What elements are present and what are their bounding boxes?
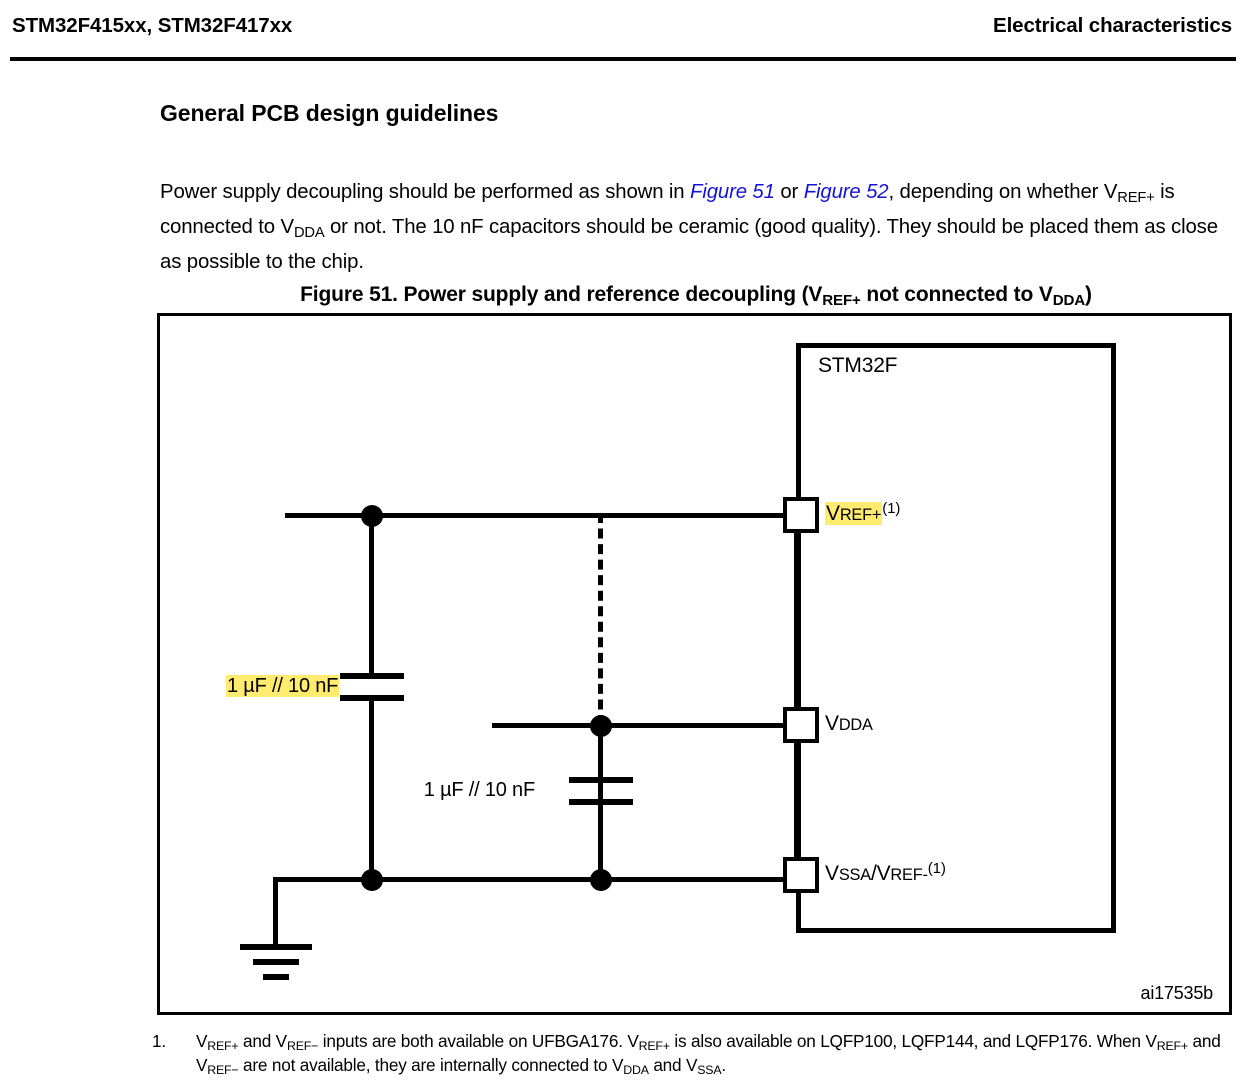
wire-ground-horizontal	[273, 877, 797, 882]
paragraph-text-part4: is connected to V	[160, 181, 1175, 239]
capacitor-vref-label-text: 1 µF // 10 nF	[226, 675, 340, 697]
wire-chip-left-vertical-rail	[794, 513, 799, 877]
footnote-part-6: are not available, they are internally c…	[238, 1055, 624, 1075]
capacitor-vdda-label: 1 µF // 10 nF	[423, 779, 535, 801]
wire-cap2-lower-leg	[598, 771, 603, 881]
footnote-part-4: is also available on LQFP100, LQFP144, a…	[669, 1031, 1157, 1051]
section-heading: General PCB design guidelines	[160, 100, 499, 126]
caption-subscript-refplus: REF+	[822, 291, 861, 309]
figure-caption: Figure 51. Power supply and reference de…	[160, 283, 1232, 309]
footnote-sub-2: REF−	[286, 1039, 319, 1054]
page-header: STM32F415xx, STM32F417xx Electrical char…	[0, 0, 1246, 62]
figure-51-diagram: STM32F 1 µF // 10 nF 1 µF // 10 nF V	[157, 313, 1232, 1015]
paragraph-text-part5: or not. The 10 nF capacitors should be c…	[160, 216, 1218, 274]
junction-dot-vdda	[590, 715, 612, 737]
footnote-marker: 1.	[152, 1031, 166, 1051]
chip-label: STM32F	[818, 354, 898, 377]
stm32f-chip-outline	[796, 343, 1116, 933]
paragraph-text-part3: , depending on whether V	[888, 181, 1118, 204]
pin-label-vdda-subscript: DDA	[838, 716, 873, 734]
header-chapter-title: Electrical characteristics	[993, 14, 1232, 37]
capacitor-vref-label: 1 µF // 10 nF	[226, 675, 340, 698]
footnote-sub-6: DDA	[623, 1063, 649, 1078]
pin-square-vdda	[783, 707, 819, 743]
wire-vref-supply-horizontal	[285, 513, 785, 518]
footnote-part-1: V	[196, 1031, 208, 1051]
pin-label-vrefp-highlighted: VREF+	[825, 502, 883, 525]
footnote-sub-7: SSA	[697, 1063, 722, 1078]
intro-paragraph: Power supply decoupling should be perfor…	[160, 175, 1230, 280]
pin-label-vdda-letter: V	[825, 712, 839, 735]
footnote-sub-1: REF+	[207, 1039, 239, 1054]
ground-symbol-bar-2	[253, 959, 299, 965]
footnote-text: VREF+ and VREF− inputs are both availabl…	[196, 1029, 1242, 1077]
pin-label-vssa-separator: /V	[870, 862, 891, 885]
pin-square-vrefp	[783, 497, 819, 533]
capacitor-vref-plate-bottom	[340, 695, 404, 701]
ground-symbol-bar-1	[240, 944, 312, 950]
figure-identifier: ai17535b	[1140, 983, 1214, 1003]
pin-label-vdda: VDDA	[825, 712, 873, 736]
pin-label-vssa-vrefm: VSSA/VREF-(1)	[825, 860, 946, 886]
pin-square-vssa-vrefm	[783, 857, 819, 893]
caption-suffix: )	[1085, 283, 1092, 306]
junction-dot-ground-cap1	[361, 869, 383, 891]
footnote-sub-5: REF−	[207, 1063, 239, 1078]
pin-label-vrefm-subscript: REF-	[890, 866, 928, 884]
pin-label-vssa-letter: V	[825, 862, 839, 885]
dashed-optional-connection	[598, 513, 603, 725]
paragraph-text-part2: or	[774, 181, 804, 204]
pin-label-vrefp: VREF+(1)	[825, 500, 901, 526]
footnote-part-3: inputs are both available on UFBGA176. V	[318, 1031, 639, 1051]
junction-dot-ground-cap2	[590, 869, 612, 891]
footnote-part-7: and V	[648, 1055, 698, 1075]
figure-52-link[interactable]: Figure 52	[803, 181, 889, 204]
caption-subscript-dda: DDA	[1052, 291, 1086, 309]
wire-cap1-lower-leg	[369, 699, 374, 881]
circuit-schematic-canvas: STM32F 1 µF // 10 nF 1 µF // 10 nF V	[160, 316, 1229, 1012]
paragraph-subscript-dda: DDA	[293, 225, 325, 242]
header-document-title: STM32F415xx, STM32F417xx	[12, 14, 293, 37]
junction-dot-vref-cap	[361, 505, 383, 527]
caption-middle: not connected to V	[860, 283, 1053, 306]
wire-vdda-supply-horizontal	[492, 723, 797, 728]
pin-label-vssa-subscript: SSA	[838, 866, 871, 884]
capacitor-vdda-plate-top	[569, 777, 633, 783]
figure-51-link[interactable]: Figure 51	[690, 181, 775, 204]
caption-prefix: Figure 51. Power supply and reference de…	[300, 283, 823, 306]
capacitor-vdda-plate-bottom	[569, 799, 633, 805]
footnote-sub-3: REF+	[638, 1039, 670, 1054]
pin-label-vrefp-footnote-marker: (1)	[882, 500, 901, 518]
figure-footnote: 1.VREF+ and VREF− inputs are both availa…	[152, 1029, 1242, 1077]
wire-ground-drop	[273, 877, 278, 947]
paragraph-text-part1: Power supply decoupling should be perfor…	[160, 181, 691, 204]
pin-label-vrefp-letter: V	[826, 502, 840, 525]
footnote-sub-4: REF+	[1156, 1039, 1188, 1054]
capacitor-vref-plate-top	[340, 673, 404, 679]
footnote-part-8: .	[721, 1055, 726, 1075]
pin-label-vrefp-subscript: REF+	[839, 506, 882, 524]
paragraph-subscript-refplus: REF+	[1117, 190, 1155, 207]
ground-symbol-bar-3	[263, 974, 289, 980]
wire-cap1-upper-leg	[369, 513, 374, 673]
pin-label-vssa-footnote-marker: (1)	[927, 860, 946, 878]
header-divider-rule	[10, 57, 1236, 61]
footnote-part-5: and V	[196, 1031, 1221, 1075]
footnote-part-2: and V	[238, 1031, 287, 1051]
